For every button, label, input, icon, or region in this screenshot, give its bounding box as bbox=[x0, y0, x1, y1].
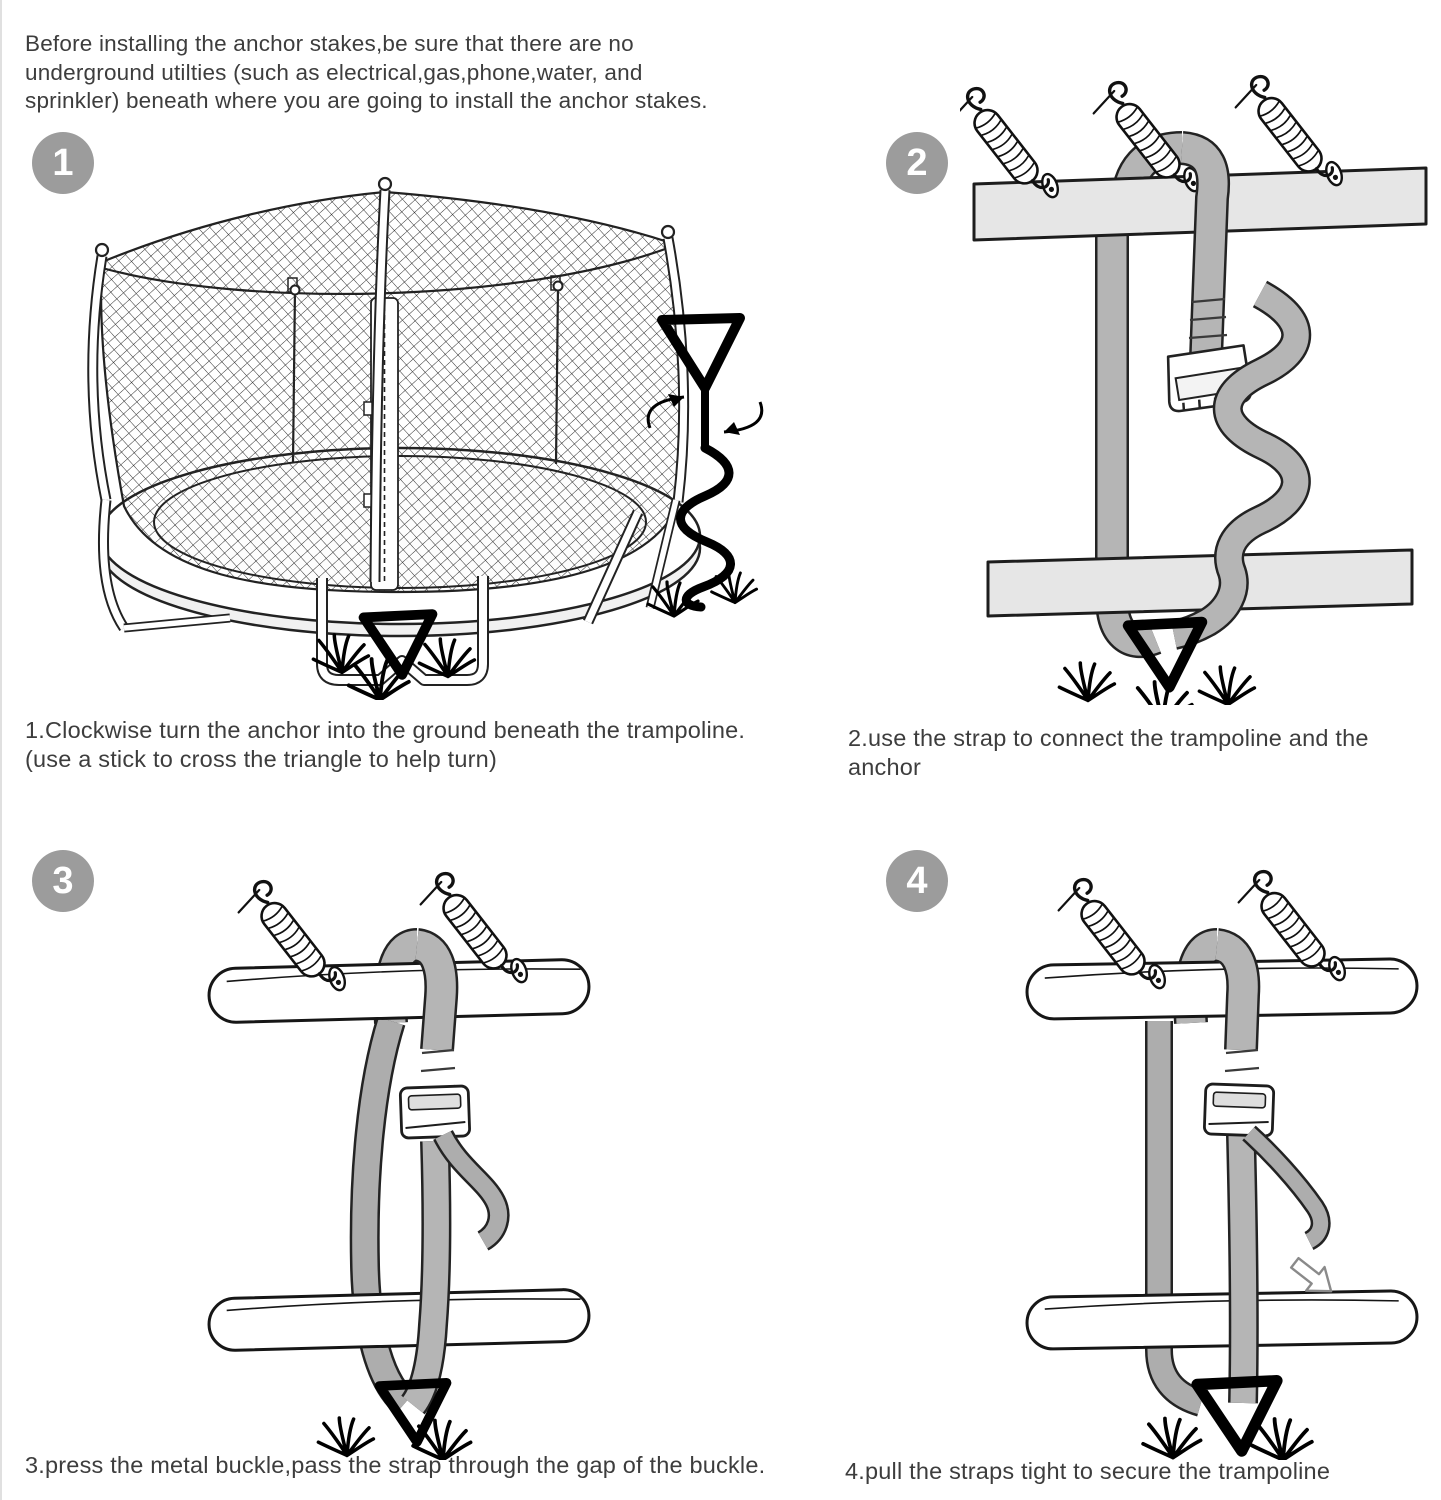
strap-connection-illustration bbox=[960, 71, 1428, 705]
step-2-badge: 2 bbox=[886, 132, 948, 194]
metal-cam-buckle bbox=[1203, 1082, 1276, 1138]
grass-icon bbox=[1057, 661, 1117, 703]
step-2-caption: 2.use the strap to connect the trampolin… bbox=[848, 725, 1369, 780]
grass-icon bbox=[1141, 1416, 1203, 1460]
frame-rail-bottom bbox=[986, 548, 1414, 618]
step-3-badge: 3 bbox=[32, 850, 94, 912]
step-1-badge: 1 bbox=[32, 132, 94, 194]
anchor-strap-front bbox=[413, 928, 459, 1091]
trampoline-legs bbox=[97, 498, 681, 686]
trampoline-illustration bbox=[87, 176, 764, 700]
left-edge-line bbox=[0, 0, 2, 1500]
metal-cam-buckle bbox=[398, 1084, 471, 1140]
step-3-caption: 3.press the metal buckle,pass the strap … bbox=[25, 1452, 766, 1478]
frame-rail-top bbox=[207, 958, 591, 1024]
buckle-threading-illustration bbox=[207, 868, 591, 1460]
frame-rail-top bbox=[1025, 957, 1419, 1021]
loose-strap-end bbox=[1242, 1125, 1331, 1250]
tighten-strap-illustration bbox=[1025, 866, 1419, 1460]
loose-strap-end bbox=[433, 1129, 510, 1251]
anchor-strap-lower bbox=[1226, 1134, 1259, 1404]
grass-icon bbox=[417, 637, 477, 679]
frame-rail-bottom bbox=[1025, 1289, 1419, 1351]
warning-text: Before installing the anchor stakes,be s… bbox=[25, 31, 708, 113]
anchor-strap-lower bbox=[400, 1140, 452, 1415]
step-4-caption: 4.pull the straps tight to secure the tr… bbox=[845, 1458, 1331, 1484]
anchor-strap-front bbox=[1179, 131, 1231, 359]
grass-icon bbox=[316, 1416, 376, 1458]
step-1-caption: 1.Clockwise turn the anchor into the gro… bbox=[25, 717, 746, 772]
step-4-badge: 4 bbox=[886, 850, 948, 912]
enclosure-poles bbox=[87, 176, 690, 583]
pull-direction-arrow-icon bbox=[1289, 1256, 1333, 1293]
spiral-anchor-icon bbox=[646, 313, 764, 618]
grass-icon bbox=[1197, 665, 1257, 705]
grass-icon bbox=[1129, 680, 1194, 705]
loose-strap-wavy bbox=[1170, 280, 1312, 650]
frame-rail-bottom bbox=[207, 1288, 591, 1352]
